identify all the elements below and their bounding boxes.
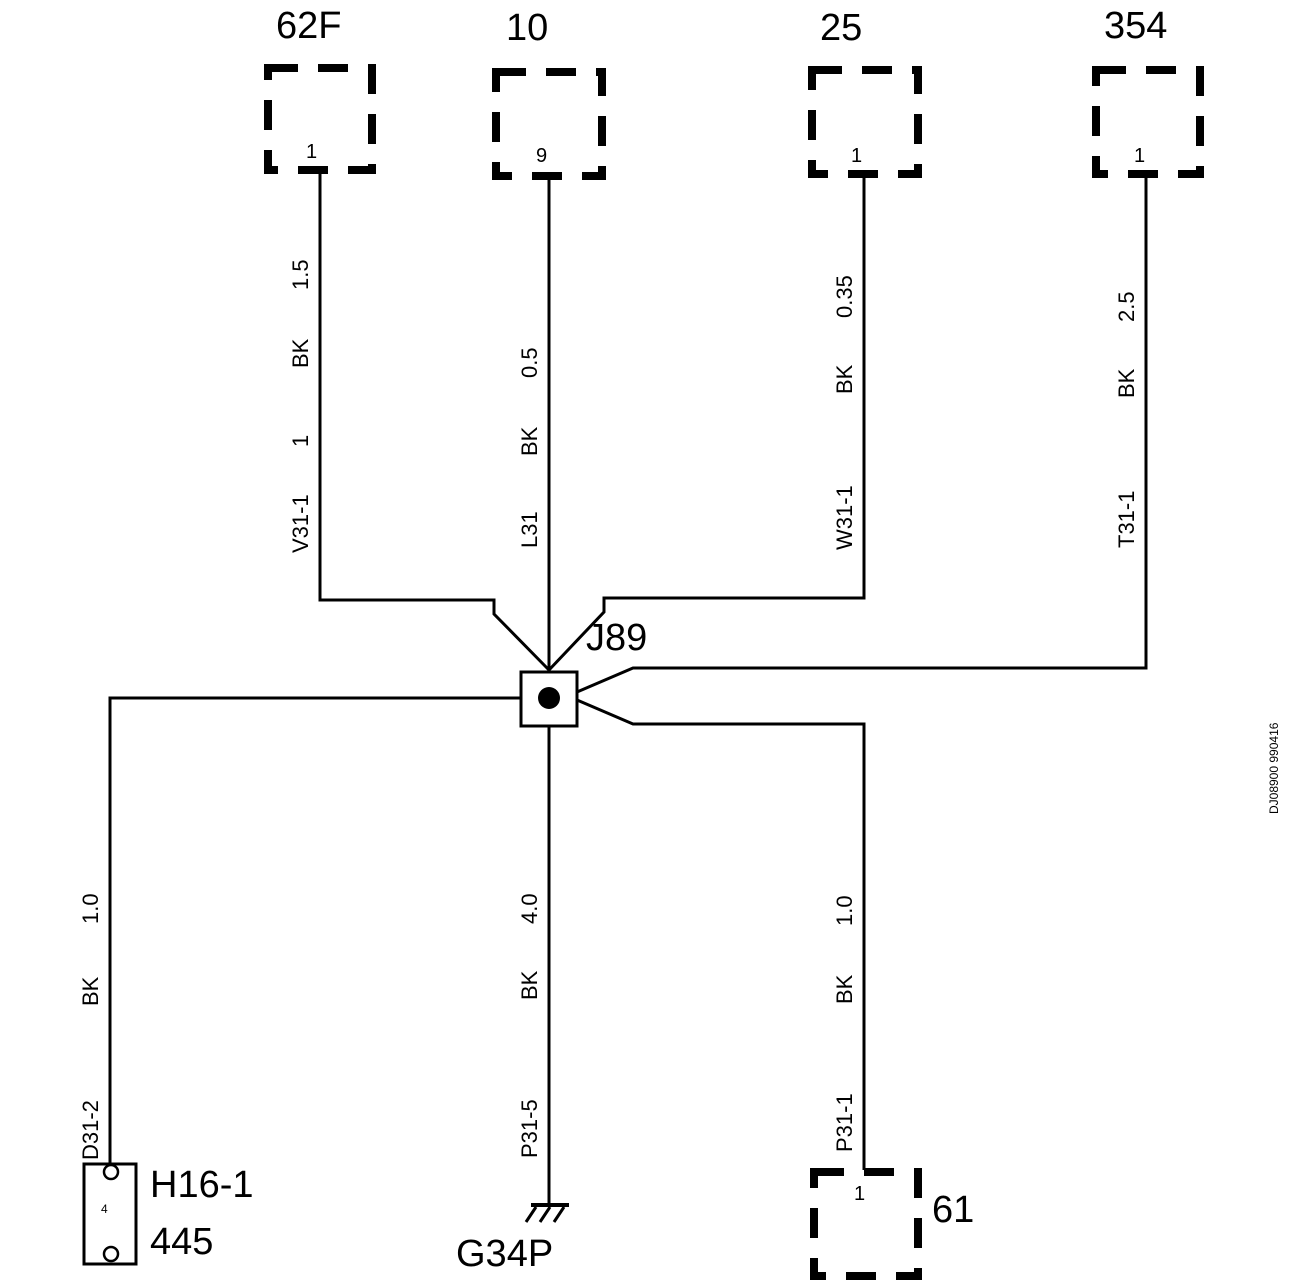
ground-g34p-label: G34P	[456, 1233, 553, 1275]
wire-p31-5-size: 4.0	[517, 893, 542, 924]
wire-p31-1-id: P31-1	[832, 1093, 857, 1152]
connector-62f: 62F 1	[264, 5, 376, 174]
wire-d31-2-color: BK	[78, 976, 103, 1006]
splice-j89-label: J89	[586, 617, 647, 659]
connector-354: 354 1	[1092, 5, 1204, 178]
wire-p31-5-id: P31-5	[517, 1099, 542, 1158]
connector-10: 10 9	[492, 7, 606, 180]
wire-d31-2-size: 1.0	[78, 893, 103, 924]
connector-25: 25 1	[808, 7, 922, 178]
wire-l31-size: 0.5	[517, 347, 542, 378]
connector-25-label: 25	[820, 7, 862, 49]
wire-t31-1	[576, 174, 1148, 694]
wire-v31-1-color: BK	[288, 338, 313, 368]
wire-v31-1-extra: 1	[288, 435, 313, 447]
wire-v31-1-id: V31-1	[288, 494, 313, 553]
wire-w31-1	[547, 174, 866, 672]
wire-d31-2	[108, 696, 521, 1165]
connector-61: 1 61	[810, 1168, 974, 1280]
connector-h16-1: 4 H16-1 445	[82, 1162, 254, 1266]
wire-t31-1-id: T31-1	[1114, 491, 1139, 548]
wire-p31-5-color: BK	[517, 970, 542, 1000]
connector-10-pin: 9	[536, 145, 547, 167]
wire-d31-2-id: D31-2	[78, 1100, 103, 1160]
diagram-code: DJ08900 990416	[1267, 722, 1281, 814]
wire-p31-1	[576, 698, 866, 1170]
wire-v31-1	[318, 170, 551, 672]
connector-h16-1-number: 445	[150, 1221, 213, 1263]
wire-t31-1-size: 2.5	[1114, 291, 1139, 322]
connector-354-label: 354	[1104, 5, 1167, 47]
connector-62f-pin: 1	[306, 141, 317, 163]
ground-g34p: G34P	[456, 1203, 569, 1275]
wire-p31-1-color: BK	[832, 974, 857, 1004]
connector-354-pin: 1	[1134, 145, 1145, 167]
connector-25-pin: 1	[851, 145, 862, 167]
connector-61-pin: 1	[854, 1183, 865, 1205]
wire-v31-1-size: 1.5	[288, 259, 313, 290]
connector-62f-label: 62F	[276, 5, 341, 47]
wire-t31-1-color: BK	[1114, 368, 1139, 398]
wire-w31-1-color: BK	[832, 364, 857, 394]
splice-j89: J89	[519, 617, 647, 728]
wire-l31-color: BK	[517, 426, 542, 456]
wire-l31-id: L31	[517, 511, 542, 548]
connector-h16-1-label: H16-1	[150, 1164, 254, 1206]
wire-w31-1-size: 0.35	[832, 275, 857, 318]
connector-61-label: 61	[932, 1189, 974, 1231]
wire-p31-1-size: 1.0	[832, 895, 857, 926]
connector-10-label: 10	[506, 7, 548, 49]
wire-w31-1-id: W31-1	[832, 485, 857, 550]
connector-h16-1-pin: 4	[101, 1202, 108, 1216]
